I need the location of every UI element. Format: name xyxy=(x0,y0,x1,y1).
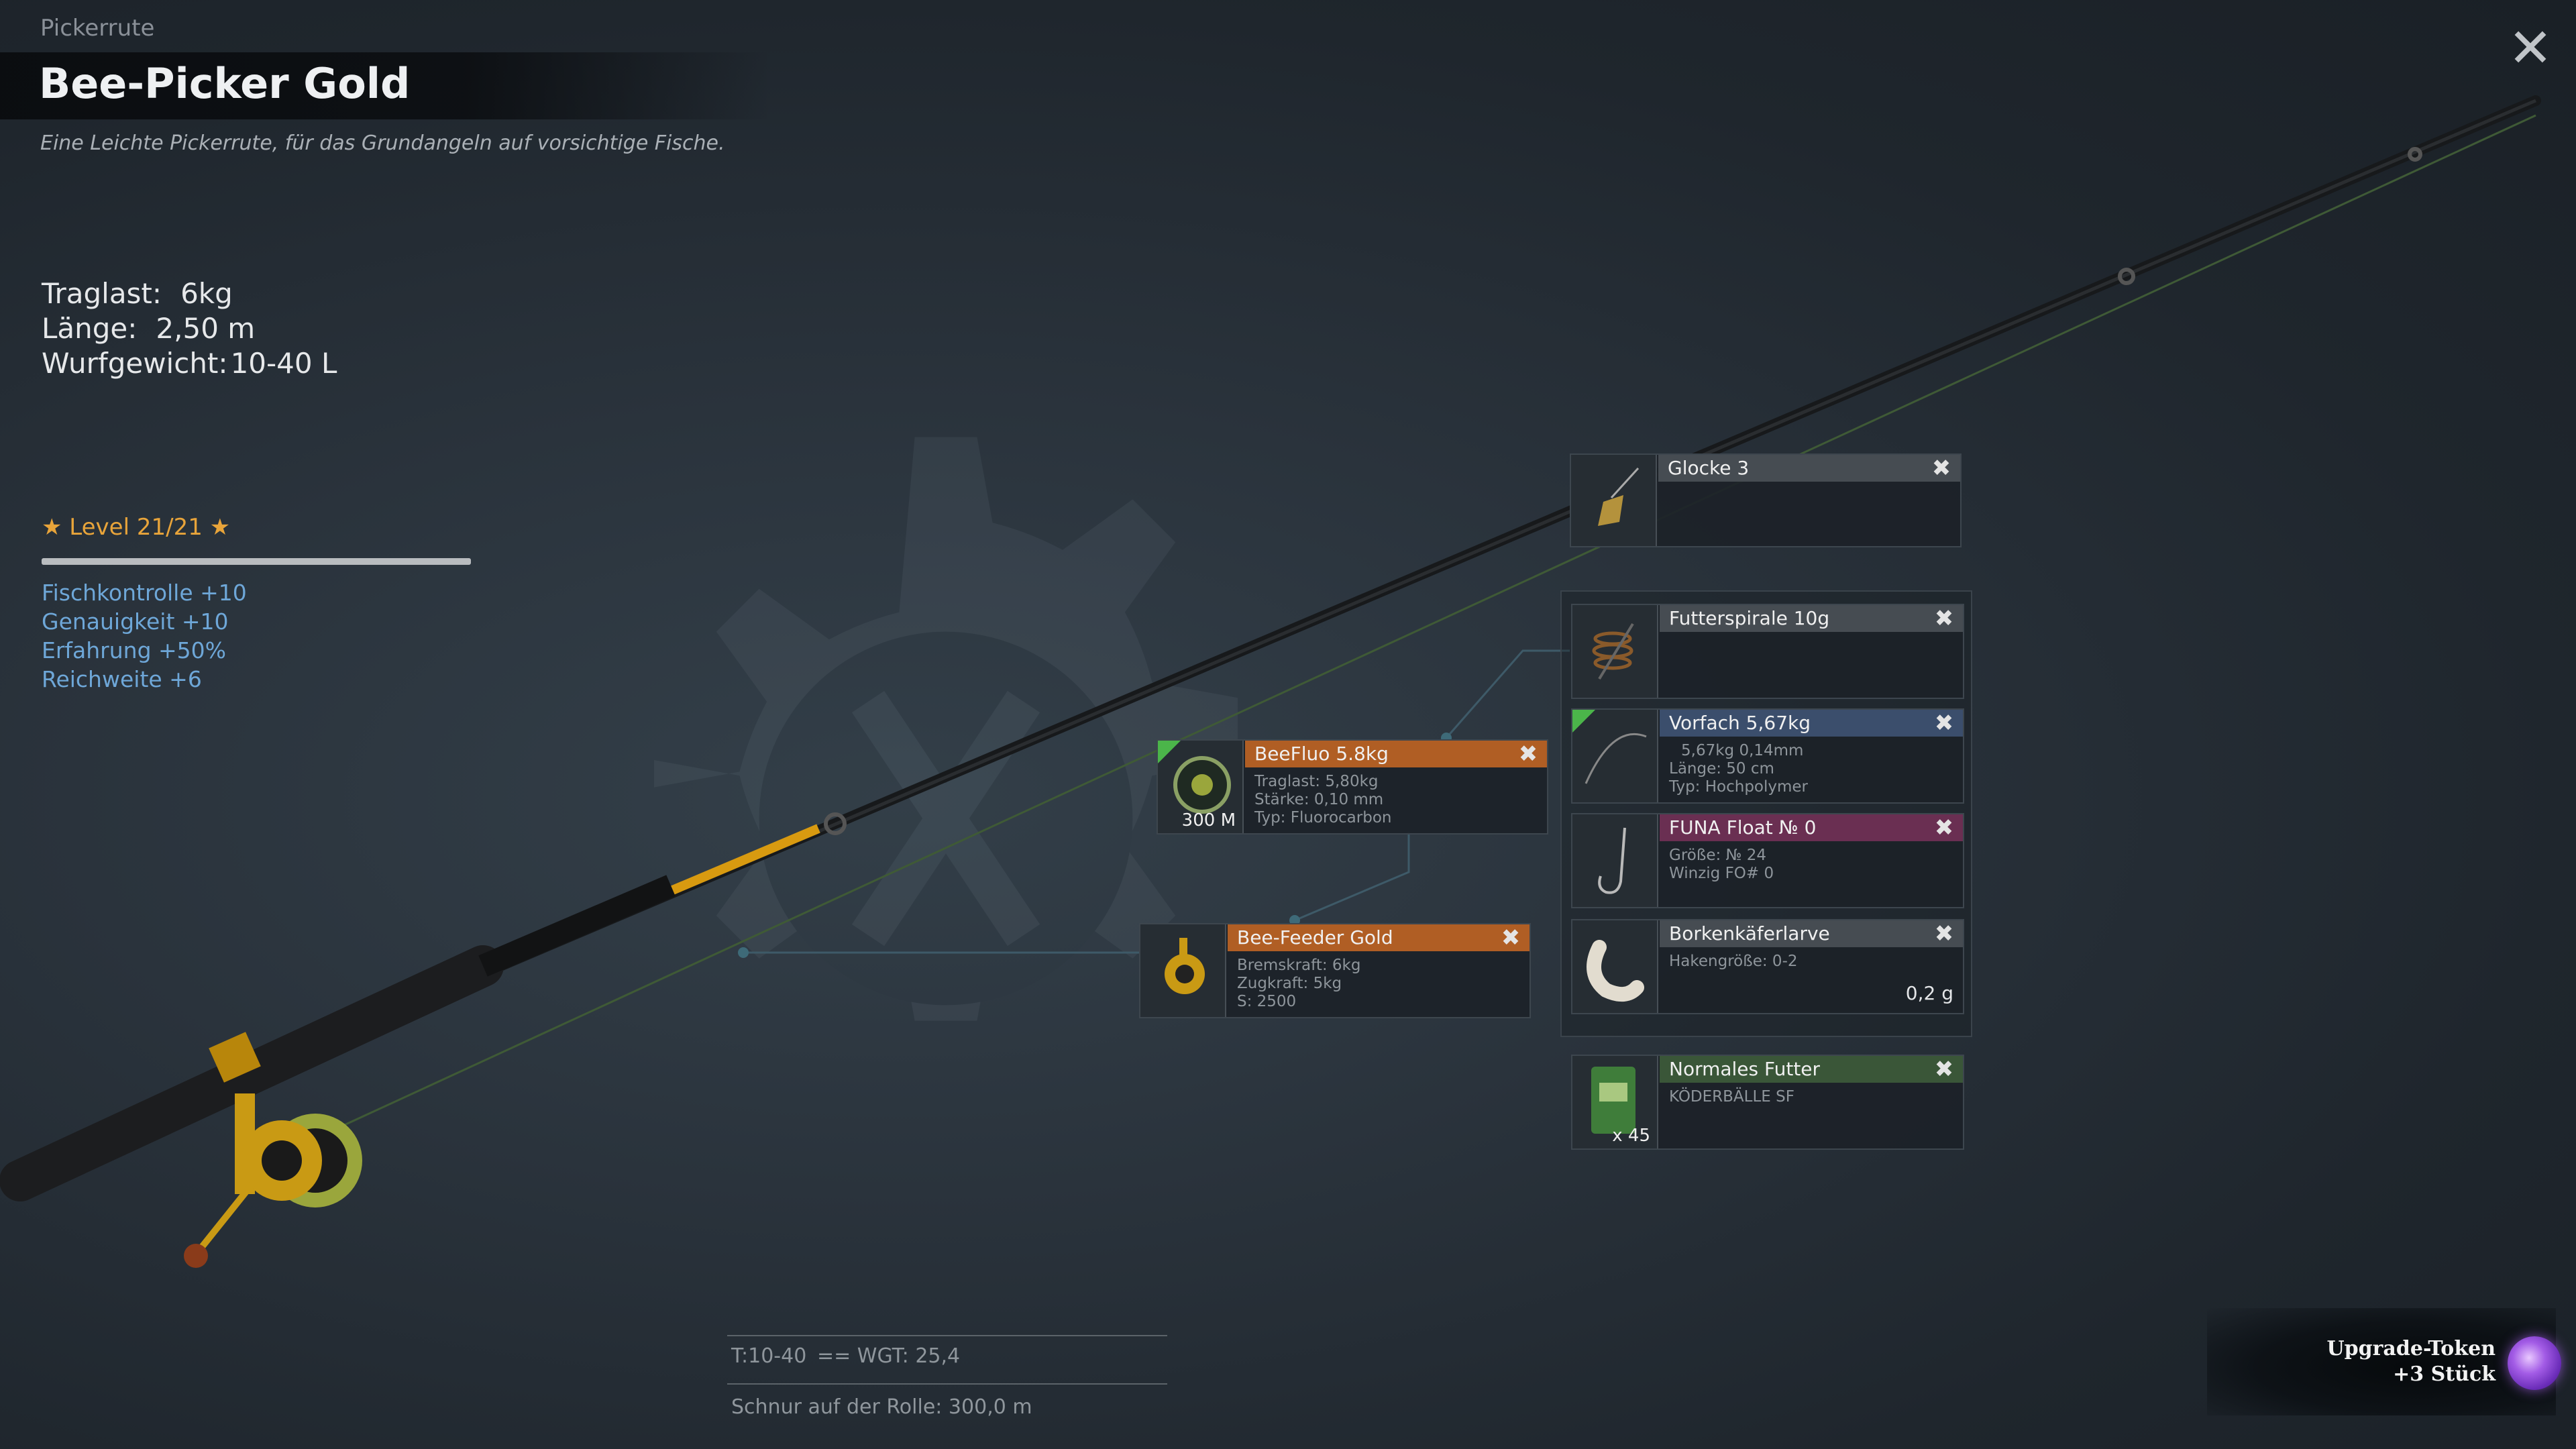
item-title: Bee-Picker Gold xyxy=(39,59,411,108)
bonus-genauigkeit: Genauigkeit +10 xyxy=(42,608,229,635)
upgrade-token-icon[interactable] xyxy=(2508,1336,2561,1390)
slot-line-info: Traglast: 5,80kg Stärke: 0,10 mm Typ: Fl… xyxy=(1254,773,1392,826)
equipped-mark xyxy=(1158,741,1181,763)
stat-laenge: Länge:2,50 m xyxy=(42,312,256,345)
level-progress-bar xyxy=(42,558,471,565)
slot-float[interactable]: FUNA Float № 0 ✖ Größe: № 24 Winzig FO# … xyxy=(1571,813,1964,908)
groundbait-bag-icon: x 45 xyxy=(1572,1056,1658,1148)
line-length: 300 M xyxy=(1181,810,1236,830)
slot-float-info: Größe: № 24 Winzig FO# 0 xyxy=(1669,847,1774,882)
slot-bait[interactable]: Borkenkäferlarve ✖ Hakengröße: 0-2 0,2 g xyxy=(1571,919,1964,1014)
leader-icon xyxy=(1572,710,1658,802)
title-band xyxy=(0,52,771,119)
rod-stats: Traglast:6kg Länge:2,50 m Wurfgewicht:10… xyxy=(42,276,337,381)
slot-bait-name: Borkenkäferlarve xyxy=(1660,920,1963,947)
level-progress-fill xyxy=(42,558,471,565)
remove-futter-icon[interactable]: ✖ xyxy=(1934,1056,1954,1083)
bonus-reichweite: Reichweite +6 xyxy=(42,666,202,692)
slot-reel-info: Bremskraft: 6kg Zugkraft: 5kg S: 2500 xyxy=(1237,957,1361,1010)
level-bonuses: Fischkontrolle +10 Genauigkeit +10 Erfah… xyxy=(42,578,247,694)
futter-count: x 45 xyxy=(1612,1126,1650,1146)
reel-illustration xyxy=(184,1093,362,1268)
item-description: Eine Leichte Pickerrute, für das Grundan… xyxy=(40,131,725,155)
line-spool-icon: 300 M xyxy=(1158,741,1244,833)
slot-futterspirale[interactable]: Futterspirale 10g ✖ xyxy=(1571,604,1964,699)
slot-line[interactable]: 300 M BeeFluo 5.8kg ✖ Traglast: 5,80kg S… xyxy=(1157,739,1548,835)
remove-line-icon[interactable]: ✖ xyxy=(1518,741,1538,767)
stat-traglast: Traglast:6kg xyxy=(42,277,233,310)
level-label: ★ Level 21/21 ★ xyxy=(42,514,231,541)
spool-info: Schnur auf der Rolle: 300,0 m xyxy=(731,1395,1032,1419)
hook-icon xyxy=(1572,814,1658,907)
token-backdrop xyxy=(2207,1308,2556,1415)
feeder-spiral-icon xyxy=(1572,605,1658,698)
slot-glocke-name: Glocke 3 xyxy=(1658,455,1960,482)
upgrade-token-label: Upgrade-Token +3 Stück xyxy=(2326,1337,2496,1386)
slot-bait-info: Hakengröße: 0-2 xyxy=(1669,953,1798,970)
bell-icon xyxy=(1571,455,1657,546)
bonus-fischkontrolle: Fischkontrolle +10 xyxy=(42,580,247,606)
remove-vorfach-icon[interactable]: ✖ xyxy=(1934,710,1954,737)
test-curve: T:10-40 xyxy=(731,1344,807,1368)
bonus-erfahrung: Erfahrung +50% xyxy=(42,637,227,663)
weight-readout: == WGT: 25,4 xyxy=(817,1344,961,1368)
remove-futterspirale-icon[interactable]: ✖ xyxy=(1934,605,1954,632)
bottom-divider-top xyxy=(727,1335,1167,1336)
slot-futterspirale-name: Futterspirale 10g xyxy=(1660,605,1963,632)
slot-glocke[interactable]: Glocke 3 ✖ xyxy=(1570,453,1962,547)
remove-reel-icon[interactable]: ✖ xyxy=(1501,924,1521,951)
slot-futter[interactable]: x 45 Normales Futter ✖ KÖDERBÄLLE SF xyxy=(1571,1055,1964,1150)
slot-vorfach[interactable]: Vorfach 5,67kg ✖ 5,67kg 0,14mm Länge: 50… xyxy=(1571,708,1964,804)
larva-icon xyxy=(1572,920,1658,1013)
slot-line-name: BeeFluo 5.8kg xyxy=(1245,741,1547,767)
remove-float-icon[interactable]: ✖ xyxy=(1934,814,1954,841)
equipped-mark xyxy=(1572,710,1595,733)
reel-icon xyxy=(1140,924,1226,1017)
bait-weight: 0,2 g xyxy=(1905,982,1953,1004)
slot-reel-name: Bee-Feeder Gold xyxy=(1228,924,1529,951)
slot-reel[interactable]: Bee-Feeder Gold ✖ Bremskraft: 6kg Zugkra… xyxy=(1139,923,1531,1018)
item-category: Pickerrute xyxy=(40,15,155,42)
slot-vorfach-info: 5,67kg 0,14mm Länge: 50 cm Typ: Hochpoly… xyxy=(1669,742,1809,796)
remove-bait-icon[interactable]: ✖ xyxy=(1934,920,1954,947)
slot-futter-info: KÖDERBÄLLE SF xyxy=(1669,1088,1794,1106)
gear-watermark xyxy=(654,437,1238,1021)
stat-wurfgewicht: Wurfgewicht:10-40 L xyxy=(42,347,337,380)
slot-float-name: FUNA Float № 0 xyxy=(1660,814,1963,841)
bottom-divider-bottom xyxy=(727,1383,1167,1385)
remove-glocke-icon[interactable]: ✖ xyxy=(1931,455,1951,482)
slot-vorfach-name: Vorfach 5,67kg xyxy=(1660,710,1963,737)
slot-futter-name: Normales Futter xyxy=(1660,1056,1963,1083)
close-icon[interactable]: ✕ xyxy=(2508,17,2553,79)
